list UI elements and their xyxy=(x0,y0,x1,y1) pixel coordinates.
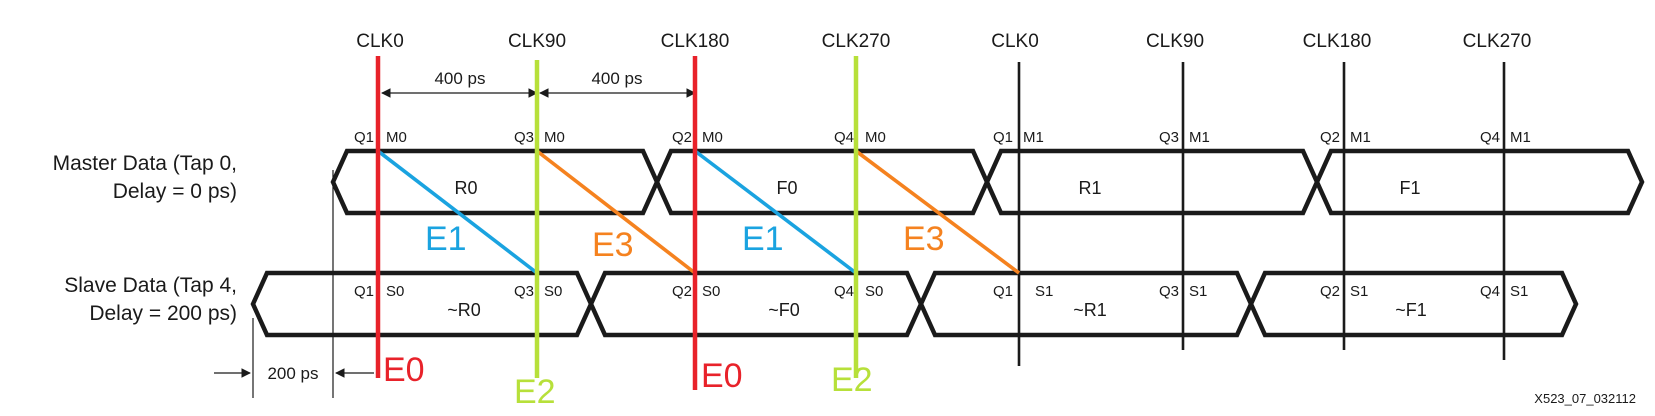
clock-label: CLK90 xyxy=(1146,31,1204,52)
master-markers: Q1 M0 Q3 M0 Q2 M0 Q4 M0 Q1 M1 Q3 M1 Q2 M… xyxy=(354,129,1531,146)
slave-segment-label: ~R0 xyxy=(447,300,481,320)
row-labels: Master Data (Tap 0, Delay = 0 ps) Slave … xyxy=(53,152,237,325)
clock-label: CLK0 xyxy=(356,31,404,52)
master-segment-label: R0 xyxy=(454,178,477,198)
offset-label: 200 ps xyxy=(267,364,318,383)
master-marker-q: Q4 xyxy=(1480,129,1500,146)
master-marker-m: M0 xyxy=(386,129,407,146)
slave-marker-s: S1 xyxy=(1510,283,1528,300)
edge-annotation-e3: E3 xyxy=(592,226,634,264)
master-marker-q: Q2 xyxy=(1320,129,1340,146)
master-marker-q: Q3 xyxy=(514,129,534,146)
master-marker-q: Q4 xyxy=(834,129,854,146)
edge-link-e3 xyxy=(854,149,1021,275)
master-marker-q: Q3 xyxy=(1159,129,1179,146)
segment-labels: R0 F0 R1 F1 ~R0 ~F0 ~R1 ~F1 xyxy=(447,178,1427,320)
clock-label: CLK90 xyxy=(508,31,566,52)
edge-link-e1 xyxy=(376,149,539,275)
master-row-label: Delay = 0 ps) xyxy=(113,180,237,203)
master-eye-r1 xyxy=(984,148,1320,216)
slave-data-bus xyxy=(250,270,1579,338)
master-marker-m: M0 xyxy=(865,129,886,146)
slave-marker-q: Q2 xyxy=(1320,283,1340,300)
slave-marker-q: Q3 xyxy=(1159,283,1179,300)
master-marker-m: M0 xyxy=(702,129,723,146)
master-marker-m: M1 xyxy=(1023,129,1044,146)
slave-marker-q: Q4 xyxy=(834,283,854,300)
clock-label: CLK270 xyxy=(822,31,891,52)
figure-id: X523_07_032112 xyxy=(1534,391,1636,406)
edge-link-e1 xyxy=(693,149,858,275)
clock-label: CLK0 xyxy=(991,31,1039,52)
clock-labels: CLK0 CLK90 CLK180 CLK270 CLK0 CLK90 CLK1… xyxy=(356,31,1531,52)
slave-marker-q: Q3 xyxy=(514,283,534,300)
slave-marker-s: S1 xyxy=(1189,283,1207,300)
slave-marker-s: S1 xyxy=(1035,283,1053,300)
edge-annotation-e2: E2 xyxy=(514,373,556,411)
master-marker-q: Q1 xyxy=(993,129,1013,146)
spacing-label: 400 ps xyxy=(591,69,642,88)
slave-segment-label: ~F1 xyxy=(1395,300,1427,320)
master-eye-f1 xyxy=(1314,148,1645,216)
edge-annotations: E1 E3 E1 E3 E0 E2 E0 E2 xyxy=(383,220,945,411)
master-marker-q: Q2 xyxy=(672,129,692,146)
master-marker-m: M1 xyxy=(1189,129,1210,146)
slave-marker-s: S1 xyxy=(1350,283,1368,300)
slave-marker-q: Q4 xyxy=(1480,283,1500,300)
clock-label: CLK180 xyxy=(1303,31,1372,52)
master-marker-m: M1 xyxy=(1510,129,1531,146)
edge-annotation-e1: E1 xyxy=(742,220,784,258)
slave-markers: Q1 S0 Q3 S0 Q2 S0 Q4 S0 Q1 S1 Q3 S1 Q2 S… xyxy=(354,283,1528,300)
clock-label: CLK270 xyxy=(1463,31,1532,52)
clock-lines-colored xyxy=(375,56,859,390)
clock-label: CLK180 xyxy=(661,31,730,52)
master-eye-r0 xyxy=(330,148,660,216)
master-segment-label: F0 xyxy=(776,178,797,198)
master-data-bus xyxy=(330,148,1645,216)
master-segment-label: F1 xyxy=(1399,178,1420,198)
slave-row-label: Slave Data (Tap 4, xyxy=(64,274,237,297)
slave-eye-f1 xyxy=(1248,270,1579,338)
slave-marker-q: Q1 xyxy=(354,283,374,300)
edge-annotation-e0: E0 xyxy=(383,351,425,389)
edge-link-e3 xyxy=(535,149,697,275)
slave-row-label: Delay = 200 ps) xyxy=(89,302,237,325)
master-row-label: Master Data (Tap 0, xyxy=(53,152,237,175)
master-segment-label: R1 xyxy=(1078,178,1101,198)
slave-marker-q: Q1 xyxy=(993,283,1013,300)
edge-annotation-e2: E2 xyxy=(831,361,873,399)
slave-marker-s: S0 xyxy=(386,283,404,300)
slave-eye-r0 xyxy=(250,270,594,338)
edge-annotation-e3: E3 xyxy=(903,220,945,258)
spacing-label: 400 ps xyxy=(434,69,485,88)
slave-marker-s: S0 xyxy=(702,283,720,300)
slave-segment-label: ~R1 xyxy=(1073,300,1107,320)
edge-annotation-e0: E0 xyxy=(701,357,743,395)
offset-annotation: 200 ps xyxy=(214,170,374,398)
edge-annotation-e1: E1 xyxy=(425,220,467,258)
master-marker-q: Q1 xyxy=(354,129,374,146)
master-marker-m: M0 xyxy=(544,129,565,146)
slave-marker-s: S0 xyxy=(544,283,562,300)
slave-marker-s: S0 xyxy=(865,283,883,300)
slave-segment-label: ~F0 xyxy=(768,300,800,320)
spacing-annotations: 400 ps 400 ps xyxy=(381,69,696,98)
master-marker-m: M1 xyxy=(1350,129,1371,146)
slave-marker-q: Q2 xyxy=(672,283,692,300)
clock-lines-black xyxy=(1017,62,1506,366)
edge-links xyxy=(376,149,1021,275)
